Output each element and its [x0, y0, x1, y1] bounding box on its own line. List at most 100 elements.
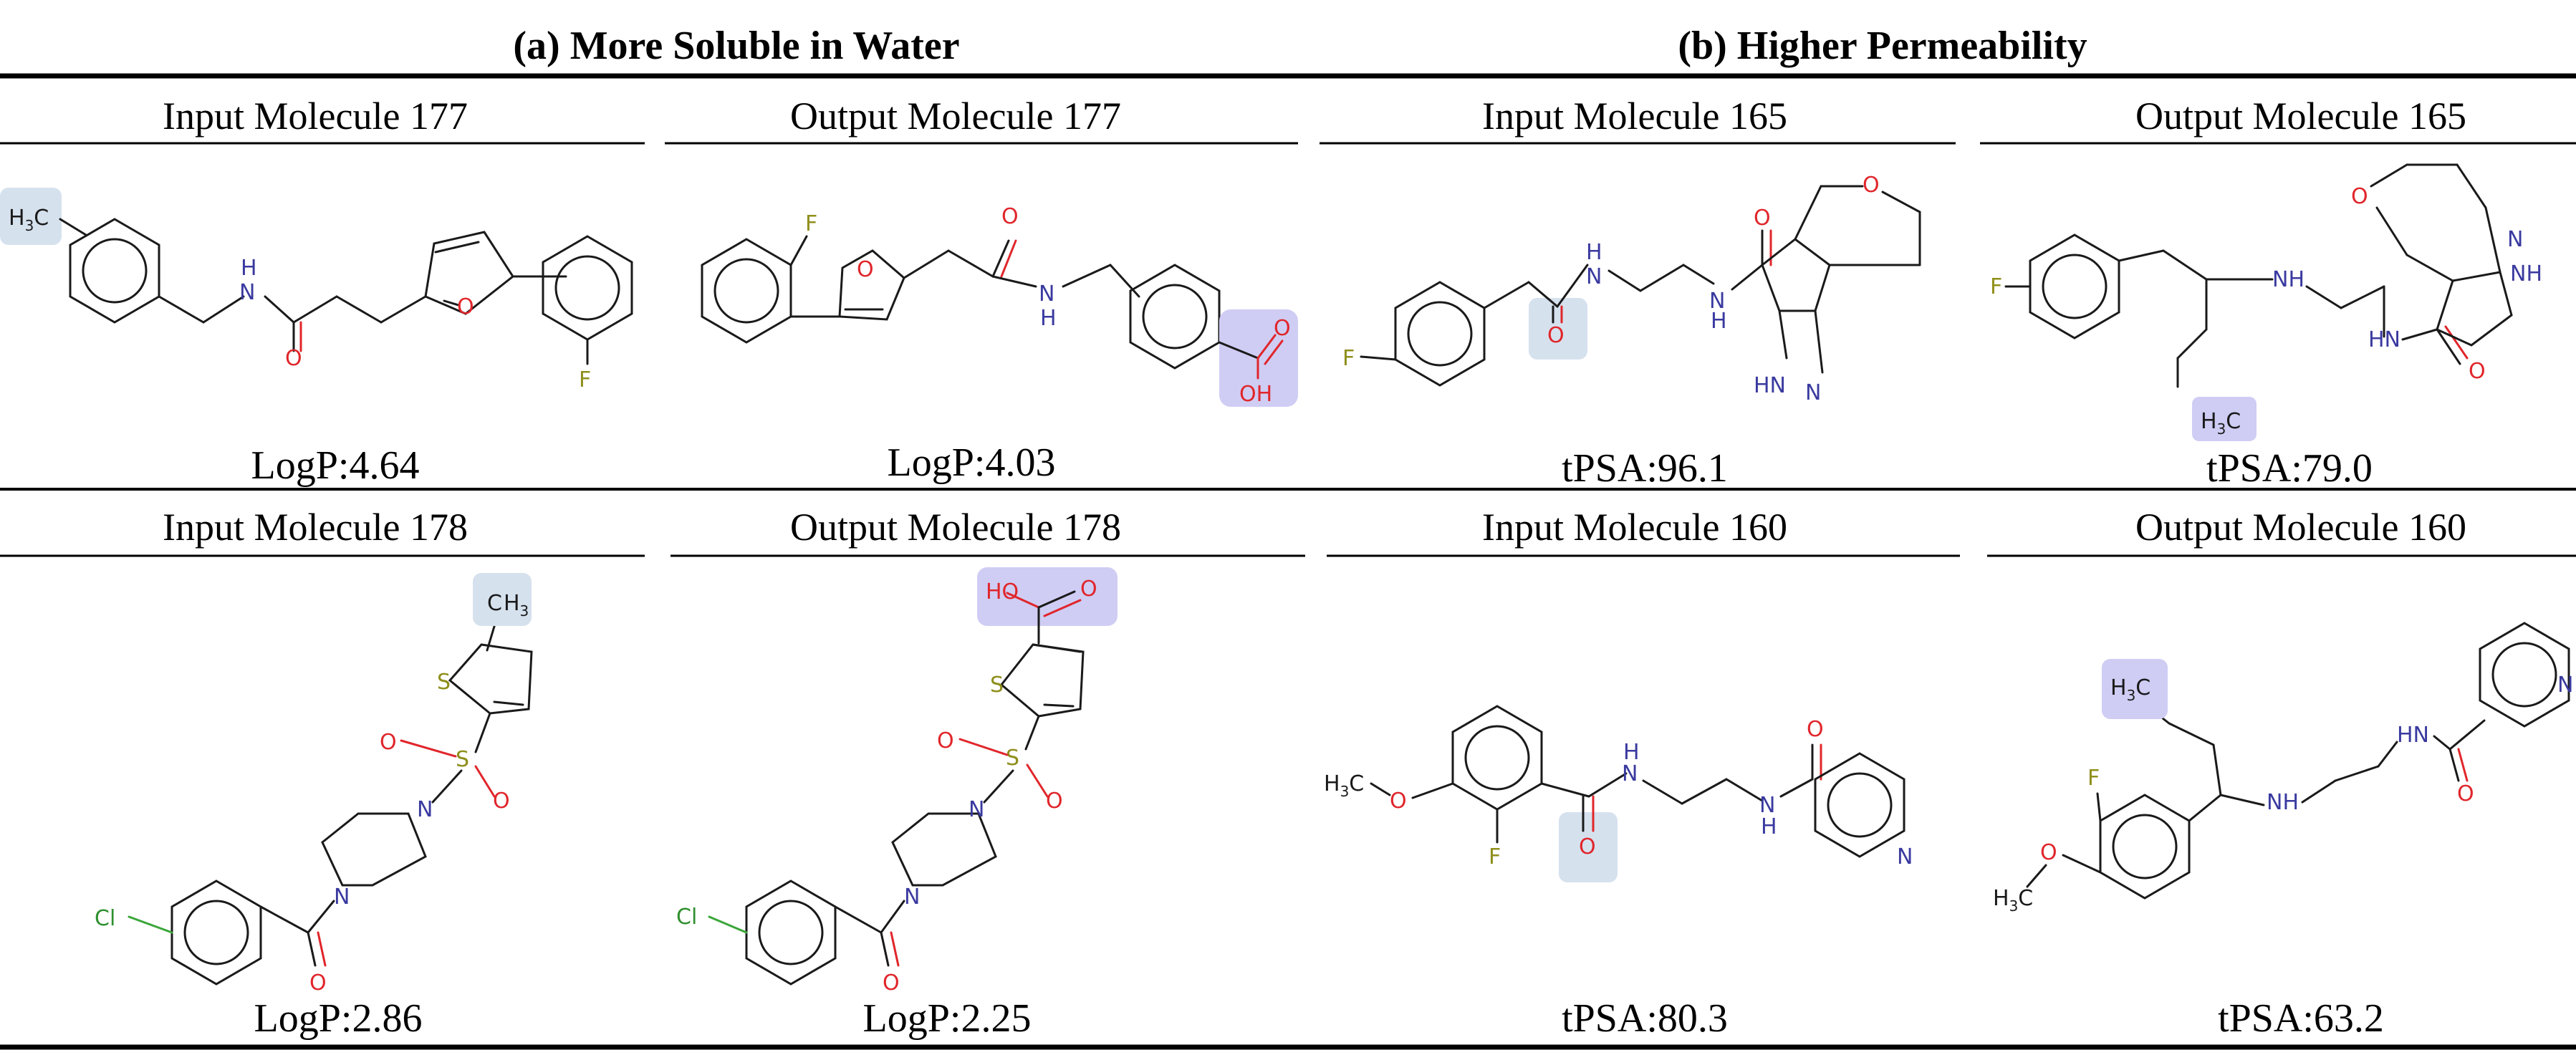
methyl-label: H3C	[1993, 886, 2033, 915]
molecule-input-177: H3C H N O O F	[0, 188, 633, 392]
svg-text:Cl: Cl	[676, 905, 697, 930]
svg-text:NH: NH	[2267, 790, 2299, 815]
svg-text:O: O	[493, 789, 510, 814]
property-value: LogP:4.64	[251, 443, 420, 488]
svg-text:S: S	[437, 670, 451, 695]
svg-text:O: O	[2351, 184, 2368, 209]
panel-caption: Input Molecule 165	[1482, 95, 1787, 138]
highlight-region	[2192, 397, 2257, 441]
property-value: tPSA:79.0	[2206, 446, 2373, 491]
svg-text:HN: HN	[1754, 373, 1786, 398]
svg-text:H: H	[1761, 814, 1777, 839]
svg-text:N: N	[969, 797, 984, 822]
panel-caption: Output Molecule 178	[790, 506, 1121, 549]
methyl-label: H3C	[9, 206, 49, 234]
highlight-region	[1559, 812, 1618, 882]
property-value: tPSA:96.1	[1562, 446, 1728, 491]
panel-caption: Input Molecule 160	[1482, 506, 1787, 549]
molecule-output-178: Cl O N N S O O S HO O	[676, 567, 1118, 996]
methyl-label: H3C	[2110, 675, 2150, 704]
svg-text:N: N	[1709, 289, 1725, 314]
molecule-input-160: O H3C F O H N N H O N	[1324, 705, 1913, 882]
highlight-region	[2102, 659, 2168, 719]
svg-text:F: F	[805, 211, 817, 236]
highlight-region	[0, 188, 62, 245]
svg-text:NH: NH	[2272, 267, 2305, 292]
methyl-label: CH3	[487, 591, 529, 620]
svg-text:N: N	[239, 280, 255, 305]
svg-text:S: S	[990, 673, 1004, 698]
svg-text:N: N	[1897, 844, 1913, 869]
svg-text:O: O	[2040, 840, 2057, 865]
svg-text:HO: HO	[986, 579, 1019, 604]
svg-text:O: O	[937, 728, 954, 753]
svg-text:N: N	[1622, 761, 1638, 786]
svg-text:F: F	[579, 367, 591, 392]
svg-text:Cl: Cl	[95, 906, 115, 931]
svg-text:O: O	[1754, 206, 1771, 231]
svg-text:O: O	[2457, 781, 2474, 806]
svg-text:F: F	[1489, 844, 1501, 869]
svg-text:O: O	[1001, 204, 1019, 229]
property-value: LogP:2.86	[254, 996, 423, 1041]
molecule-output-177: F O O N H O OH	[701, 204, 1298, 407]
svg-text:O: O	[457, 294, 474, 319]
svg-text:F: F	[2087, 766, 2100, 791]
panel-caption: Input Molecule 178	[163, 506, 468, 549]
section-title-a: (a) More Soluble in Water	[513, 24, 959, 68]
property-value: LogP:2.25	[863, 996, 1032, 1041]
highlight-region	[473, 573, 532, 626]
svg-text:O: O	[380, 730, 397, 755]
panel-caption: Output Molecule 165	[2135, 95, 2466, 138]
svg-text:N: N	[1586, 264, 1602, 289]
svg-text:O: O	[1547, 323, 1565, 348]
methyl-label: H3C	[1324, 771, 1364, 800]
svg-text:HN: HN	[2368, 327, 2400, 352]
svg-text:H: H	[1711, 309, 1727, 334]
svg-text:N: N	[1759, 793, 1775, 818]
svg-text:N: N	[334, 885, 350, 910]
svg-text:O: O	[1579, 834, 1596, 859]
highlight-region	[977, 567, 1118, 626]
methyl-label: H3C	[2201, 409, 2241, 438]
svg-text:S: S	[1006, 746, 1019, 771]
molecule-input-178: Cl O N N S O O S CH3	[95, 573, 533, 996]
svg-text:O: O	[2469, 359, 2486, 384]
svg-text:O: O	[1274, 316, 1291, 341]
svg-text:O: O	[857, 257, 874, 282]
svg-text:O: O	[883, 970, 900, 996]
svg-text:NH: NH	[2510, 261, 2542, 286]
svg-text:F: F	[1990, 274, 2002, 299]
svg-text:O: O	[1046, 789, 1063, 814]
highlight-region	[1529, 298, 1587, 360]
svg-text:O: O	[1807, 717, 1824, 742]
svg-text:N: N	[904, 885, 920, 910]
svg-text:F: F	[1342, 346, 1355, 371]
svg-text:S: S	[456, 747, 469, 772]
svg-text:OH: OH	[1239, 382, 1272, 407]
svg-text:N: N	[417, 797, 433, 822]
svg-text:O: O	[1863, 173, 1880, 198]
svg-text:N: N	[1805, 380, 1821, 405]
section-title-b: (b) Higher Permeability	[1678, 24, 2087, 68]
panel-caption: Output Molecule 177	[790, 95, 1121, 138]
svg-text:H: H	[1586, 240, 1602, 265]
panel-caption: Input Molecule 177	[163, 95, 468, 138]
panel-caption: Output Molecule 160	[2135, 506, 2466, 549]
svg-text:H: H	[1623, 740, 1640, 765]
svg-text:O: O	[309, 970, 327, 996]
svg-text:O: O	[285, 346, 302, 371]
molecule-output-160: F O H3C H3C NH HN O N	[1993, 622, 2573, 915]
svg-text:N: N	[1039, 281, 1054, 307]
svg-text:O: O	[1390, 789, 1407, 814]
svg-text:N: N	[2557, 673, 2573, 698]
property-value: tPSA:80.3	[1562, 996, 1728, 1041]
property-value: tPSA:63.2	[2218, 996, 2384, 1041]
property-value: LogP:4.03	[888, 440, 1056, 485]
molecule-output-165: F H3C NH HN O N NH O	[1990, 163, 2542, 441]
svg-text:H: H	[241, 256, 257, 281]
svg-text:H: H	[1040, 306, 1057, 331]
svg-text:HN: HN	[2397, 723, 2429, 748]
svg-text:O: O	[1080, 577, 1097, 602]
